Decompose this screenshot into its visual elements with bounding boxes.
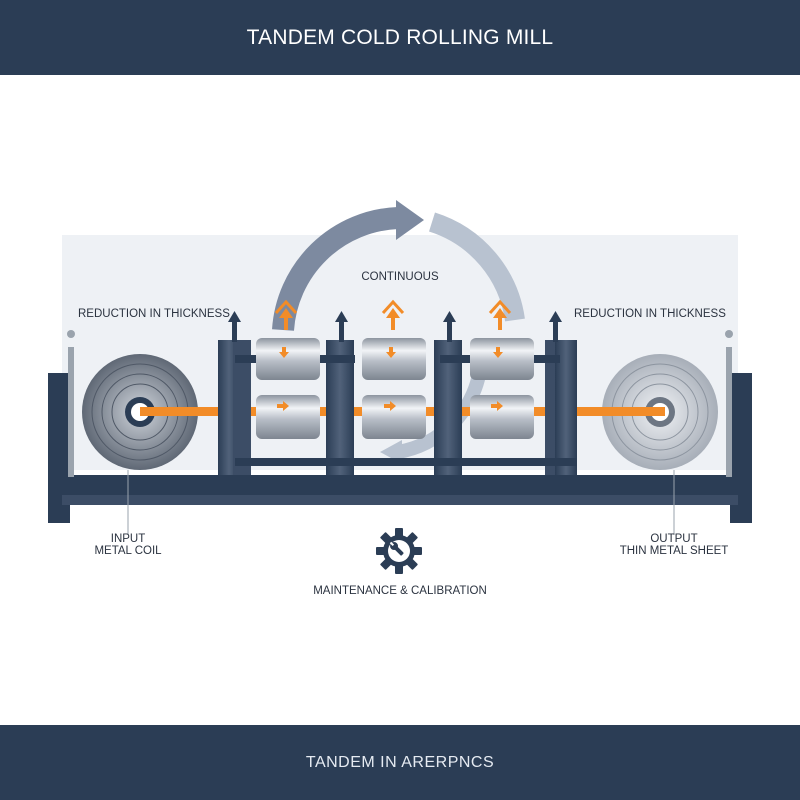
maintenance-label: MAINTENANCE & CALIBRATION: [313, 585, 487, 597]
diagram-area: CONTINUOUS REDUCTION IN THICKNESS REDUCT…: [0, 75, 800, 725]
input-label: INPUT METAL COIL: [78, 533, 178, 557]
input-label-line2: METAL COIL: [94, 545, 162, 557]
output-label-line1: OUTPUT: [650, 533, 698, 545]
reduction-note-right: REDUCTION IN THICKNESS: [574, 308, 726, 320]
footer-text: TANDEM IN ARERPNCS: [305, 753, 495, 771]
base-rail: [48, 330, 752, 523]
footer-bar: TANDEM IN ARERPNCS: [0, 725, 800, 800]
leader-lines: [127, 470, 675, 535]
output-label: OUTPUT THIN METAL SHEET: [604, 533, 744, 557]
reduction-note-left: REDUCTION IN THICKNESS: [78, 308, 230, 320]
force-arrows: [274, 299, 512, 411]
input-label-line1: INPUT: [110, 533, 146, 545]
page-title: TANDEM COLD ROLLING MILL: [246, 25, 554, 49]
continuous-label: CONTINUOUS: [361, 271, 439, 283]
header-bar: TANDEM COLD ROLLING MILL: [0, 0, 800, 75]
gear-wrench-icon: [376, 528, 422, 574]
roll-stands: [256, 338, 534, 439]
mill-diagram: [48, 200, 752, 574]
adjustment-posts: [228, 311, 562, 342]
output-label-line2: THIN METAL SHEET: [619, 545, 729, 557]
